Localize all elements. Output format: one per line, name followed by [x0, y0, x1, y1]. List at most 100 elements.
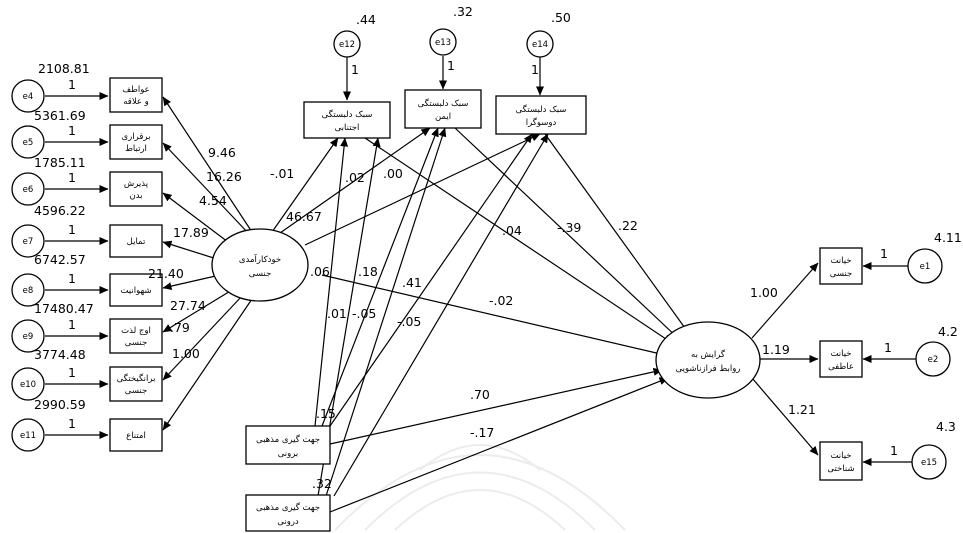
loading-label: 17.89 — [173, 225, 209, 240]
error-label: e7 — [23, 237, 34, 247]
svg-text:خیانت: خیانت — [830, 451, 851, 461]
coef-label: -.02 — [489, 293, 513, 308]
left-variances: 2108.81 1 5361.69 1 1785.11 1 4596.22 1 … — [34, 61, 94, 431]
error-node-e1: e1 — [907, 248, 943, 284]
coef-label: .41 — [402, 275, 422, 290]
error-node-e2: e2 — [915, 341, 951, 377]
indicator-box: امتناع — [109, 418, 163, 452]
coef-label: 46.67 — [286, 209, 322, 224]
variance-label: 2108.81 — [38, 61, 90, 76]
svg-text:روابط فرازناشویی: روابط فرازناشویی — [676, 364, 741, 374]
variance-label: 4.2 — [938, 324, 958, 339]
fixed-loading-label: 1 — [68, 365, 76, 380]
svg-text:خیانت: خیانت — [830, 349, 851, 359]
coef-label: .70 — [470, 387, 490, 402]
loading-label: 1.00 — [750, 285, 778, 300]
coef-label: -.05 — [397, 314, 421, 329]
svg-text:امتناع: امتناع — [126, 431, 146, 441]
indicator-box: برانگیختگی جنسی — [109, 366, 163, 402]
r-squared-label: .44 — [356, 12, 376, 27]
svg-text:e15: e15 — [921, 458, 937, 468]
error-node-e11: e11 — [11, 418, 45, 452]
r-squared-label: .32 — [453, 4, 473, 19]
attachment-box-avoidant: سبک دلبستگی اجتنابی — [303, 101, 391, 139]
error-node-e14: e14 — [526, 30, 554, 58]
variance-label: 4.3 — [936, 419, 956, 434]
variance-label: 2990.59 — [34, 397, 86, 412]
infidelity-box-cognitive: خیانت شناختی — [819, 441, 863, 481]
variance-label: 6742.57 — [34, 252, 86, 267]
loading-label: 1.21 — [788, 402, 816, 417]
attachment-box-ambivalent: سبک دلبستگی دوسوگرا — [495, 95, 587, 135]
indicator-box: عواطف و علاقه — [109, 77, 163, 113]
loading-label: 9.46 — [208, 145, 236, 160]
svg-text:و علاقه: و علاقه — [123, 97, 149, 107]
svg-text:e14: e14 — [532, 40, 548, 50]
error-node-e6: e6 — [11, 172, 45, 206]
svg-text:خیانت: خیانت — [830, 256, 851, 266]
indicator-box: شهوانیت — [109, 273, 163, 307]
coef-label: -.01 — [270, 166, 294, 181]
coef-label: .04 — [502, 223, 522, 238]
attachment-box-secure: سبک دلبستگی ایمن — [404, 89, 482, 129]
path-coefficients: -.01 .02 .00 46.67 .06 .18 .41 .01 -.05 … — [270, 166, 638, 491]
svg-text:درونی: درونی — [277, 517, 299, 527]
svg-text:شهوانیت: شهوانیت — [120, 286, 151, 296]
loading-label: 1.19 — [762, 342, 790, 357]
error-node-e10: e10 — [11, 367, 45, 401]
fixed-loading-label: 1 — [447, 58, 455, 73]
svg-text:e1: e1 — [920, 262, 931, 272]
loading-label: 16.26 — [206, 169, 242, 184]
coef-label: .18 — [358, 264, 378, 279]
svg-text:گرایش به: گرایش به — [691, 349, 726, 360]
fixed-loading-label: 1 — [68, 317, 76, 332]
fixed-loading-label: 1 — [68, 170, 76, 185]
error-node-e13: e13 — [429, 28, 457, 56]
variance-label: 1785.11 — [34, 155, 86, 170]
svg-text:سبک دلبستگی: سبک دلبستگی — [516, 104, 567, 115]
error-node-e7: e7 — [11, 224, 45, 258]
indicator-box: پذیرش بدن — [109, 171, 163, 207]
infidelity-group: 1.00 1.19 1.21 خیانت جنسی خیانت عاطفی خی… — [750, 230, 962, 481]
svg-text:خودکارآمدی: خودکارآمدی — [239, 253, 281, 265]
variance-label: 5361.69 — [34, 108, 86, 123]
error-label: e5 — [23, 138, 34, 148]
svg-text:برانگیختگی: برانگیختگی — [117, 373, 156, 384]
fixed-loading-label: 1 — [880, 246, 888, 261]
coef-label: .06 — [310, 264, 330, 279]
latent-sexual-self-efficacy: خودکارآمدی جنسی — [211, 228, 309, 302]
fixed-loading-label: 1 — [884, 340, 892, 355]
loading-label: 21.40 — [148, 266, 184, 281]
infidelity-box-sexual: خیانت جنسی — [819, 247, 863, 285]
error-node-e15: e15 — [911, 444, 947, 480]
svg-text:برونی: برونی — [278, 449, 299, 459]
religious-intrinsic-box: جهت گیری مذهبی درونی — [245, 494, 331, 532]
coef-label: .02 — [345, 170, 365, 185]
error-label: e6 — [23, 185, 34, 195]
svg-text:e13: e13 — [435, 38, 451, 48]
coef-label: .01 — [327, 306, 347, 321]
error-label: e10 — [20, 380, 36, 390]
attachment-group: e12 e13 e14 .44 .32 .50 1 1 1 سبک دلبستگ… — [303, 4, 587, 139]
fixed-loading-label: 1 — [68, 222, 76, 237]
watermark — [334, 444, 626, 531]
svg-text:جنسی: جنسی — [249, 269, 272, 279]
svg-text:بدن: بدن — [129, 191, 142, 201]
religious-extrinsic-box: جهت گیری مذهبی برونی — [245, 425, 331, 465]
svg-text:سبک دلبستگی: سبک دلبستگی — [418, 98, 469, 109]
error-label: e11 — [20, 431, 36, 441]
svg-text:عاطفی: عاطفی — [828, 362, 854, 372]
indicator-box: تمایل — [109, 224, 163, 258]
coef-label: .00 — [383, 166, 403, 181]
error-node-e5: e5 — [11, 125, 45, 159]
svg-text:عواطف: عواطف — [122, 85, 149, 95]
fixed-loading-label: 1 — [890, 443, 898, 458]
variance-label: 4596.22 — [34, 203, 86, 218]
svg-text:پذیرش: پذیرش — [124, 179, 149, 189]
svg-text:اجتنابی: اجتنابی — [335, 123, 360, 133]
fixed-loading-label: 1 — [531, 62, 539, 77]
svg-text:سبک دلبستگی: سبک دلبستگی — [322, 109, 373, 120]
error-node-e4: e4 — [11, 79, 45, 113]
